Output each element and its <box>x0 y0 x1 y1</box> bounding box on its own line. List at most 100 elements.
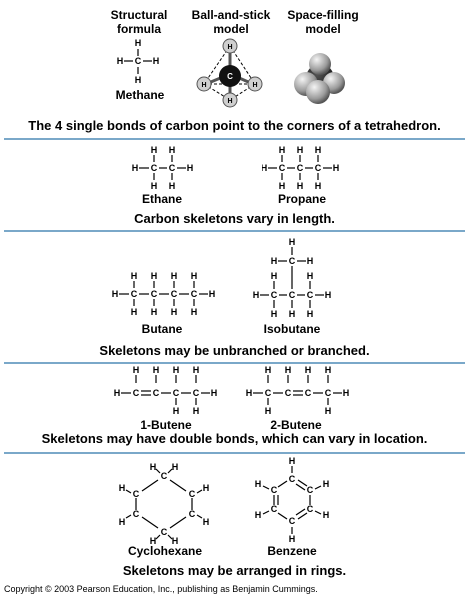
hydrogen-atom: H <box>315 146 322 155</box>
1-butene-label: 1-Butene <box>140 418 192 432</box>
carbon-atom: C <box>191 289 198 299</box>
hydrogen-atom: H <box>119 483 126 493</box>
hydrogen-atom: H <box>153 366 160 375</box>
carbon-atom: C <box>171 289 178 299</box>
carbon-atom: C <box>297 163 304 173</box>
hydrogen-atom: H <box>173 366 180 375</box>
hydrogen-atom: H <box>211 388 218 398</box>
carbon-atom: C <box>153 388 160 398</box>
hydrogen-atom: H <box>193 366 200 375</box>
carbon-atom: C <box>189 489 196 499</box>
hydrogen-atom: H <box>315 181 322 191</box>
carbon-atom: C <box>307 290 314 300</box>
hydrogen-atom: H <box>227 44 232 51</box>
isobutane-label: Isobutane <box>263 322 321 336</box>
butane-label: Butane <box>141 322 183 336</box>
carbon-atom: C <box>279 163 286 173</box>
hydrogen-atom: H <box>255 510 262 520</box>
hydrogen-atom: H <box>203 517 210 527</box>
ball-and-stick-model: H H H H C <box>196 38 263 108</box>
hydrogen-atom: H <box>191 307 198 317</box>
ethane-label: Ethane <box>141 192 182 206</box>
hydrogen-atom: H <box>193 406 200 416</box>
carbon-atom: C <box>169 163 176 173</box>
carbon-atom: C <box>307 485 314 495</box>
carbon-atom: C <box>161 527 168 537</box>
hydrogen-atom: H <box>325 290 332 300</box>
carbon-atom: C <box>151 289 158 299</box>
hydrogen-atom: H <box>171 307 178 317</box>
hydrogen-atom: H <box>172 462 179 472</box>
carbon-atom: C <box>289 290 296 300</box>
carbon-atom: C <box>189 509 196 519</box>
hydrogen-atom: H <box>132 163 139 173</box>
hydrogen-atom: H <box>114 388 121 398</box>
hydrogen-atom: H <box>297 181 304 191</box>
hydrogen-atom: H <box>333 163 340 173</box>
hydrogen-atom: H <box>227 98 232 105</box>
hydrogen-atom: H <box>323 510 330 520</box>
carbon-atom: C <box>133 388 140 398</box>
hydrogen-atom: H <box>285 366 292 375</box>
hydrogen-atom: H <box>151 181 158 191</box>
hydrogen-atom: H <box>209 289 216 299</box>
hydrogen-atom: H <box>323 479 330 489</box>
hydrogen-atom: H <box>289 237 296 247</box>
caption-branched: Skeletons may be unbranched or branched. <box>99 343 370 358</box>
propane-label: Propane <box>277 192 326 206</box>
hydrogen-atom: H <box>201 82 206 89</box>
carbon-atom: C <box>289 474 296 484</box>
methane-structural-formula: H H C H H <box>117 38 160 85</box>
carbon-atom: C <box>133 509 140 519</box>
carbon-atom: C <box>305 388 312 398</box>
hydrogen-atom: H <box>265 406 272 416</box>
hydrogen-atom: H <box>279 181 286 191</box>
hydrogen-atom: H <box>173 406 180 416</box>
carbon-atom: C <box>173 388 180 398</box>
carbon-atom: C <box>271 485 278 495</box>
hydrogen-atom: H <box>279 146 286 155</box>
space-filling-header: Space-filling model <box>287 8 359 36</box>
divider-4 <box>4 452 465 454</box>
hydrogen-atom: H <box>307 256 314 266</box>
hydrogen-atom: H <box>153 56 160 66</box>
hydrogen-atom: H <box>187 163 194 173</box>
hydrogen-atom: H <box>119 517 126 527</box>
divider-3 <box>4 362 465 364</box>
carbon-atom: C <box>151 163 158 173</box>
hydrogen-atom: H <box>169 146 176 155</box>
carbon-atom: C <box>325 388 332 398</box>
hydrogen-atom: H <box>289 534 296 544</box>
hydrogen-atom: H <box>150 462 157 472</box>
space-filling-model <box>294 53 345 104</box>
hydrogen-atom: H <box>169 181 176 191</box>
hydrogen-atom: H <box>135 75 142 85</box>
hydrogen-atom: H <box>151 272 158 281</box>
hydrogen-atom: H <box>307 309 314 319</box>
cyclohexane-label: Cyclohexane <box>127 544 203 558</box>
ball-and-stick-header: Ball-and-stick model <box>191 8 271 36</box>
carbon-atom: C <box>315 163 322 173</box>
carbon-atom: C <box>161 471 168 481</box>
benzene-label: Benzene <box>267 544 317 558</box>
hydrogen-atom: H <box>305 366 312 375</box>
hydrogen-atom: H <box>252 82 257 89</box>
hydrogen-atom: H <box>117 56 124 66</box>
hydrogen-atom: H <box>325 366 332 375</box>
hydrogen-atom: H <box>112 289 119 299</box>
hydrogen-atom: H <box>135 38 142 48</box>
caption-length: Carbon skeletons vary in length. <box>134 211 335 226</box>
hydrogen-atom: H <box>271 309 278 319</box>
hydrogen-atom: H <box>271 271 278 281</box>
hydrogen-atom: H <box>150 536 157 544</box>
hydrogen-atom: H <box>133 366 140 375</box>
carbon-atom: C <box>289 256 296 266</box>
hydrogen-atom: H <box>171 272 178 281</box>
